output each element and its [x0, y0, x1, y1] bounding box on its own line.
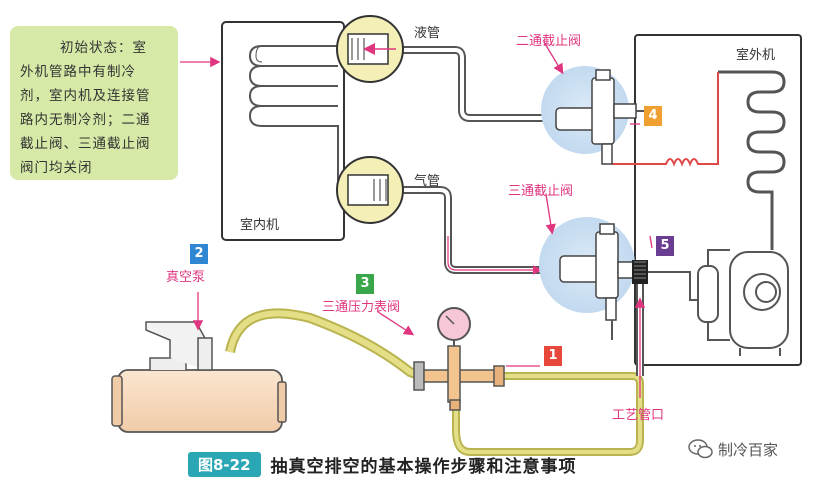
indoor-coil [248, 45, 339, 150]
liquid-pipe-label: 液管 [414, 26, 441, 41]
service-port-cap [632, 260, 648, 284]
indoor-unit-label: 室内机 [240, 218, 280, 233]
three-way-valve-label: 三通截止阀 [508, 184, 574, 199]
two-way-valve [555, 69, 637, 165]
watermark: 制冷百家 [688, 438, 778, 460]
two-way-valve-label: 二通截止阀 [516, 34, 582, 49]
outdoor-coil [718, 70, 786, 250]
outdoor-unit-label: 室外机 [736, 48, 776, 63]
three-way-valve [559, 223, 635, 321]
note-line: 初始状态：室 [60, 40, 147, 56]
service-port-label: 工艺管口 [612, 408, 665, 423]
initial-state-note: 初始状态：室 外机管路中有制冷 剂，室内机及连接管 路内无制冷剂；二通 截止阀、… [10, 26, 178, 180]
accumulator [697, 265, 719, 323]
wechat-icon [688, 439, 713, 459]
step-4-badge: 4 [644, 106, 662, 126]
step-1-badge: 1 [544, 346, 562, 366]
liquid-pipe [402, 46, 556, 122]
note-line: 外机管路中有制冷 [20, 64, 136, 80]
watermark-text: 制冷百家 [718, 440, 779, 459]
step-2-badge: 2 [190, 244, 208, 264]
indoor-unit-box [221, 21, 345, 241]
gas-pipe-label: 气管 [414, 174, 441, 189]
vacuum-pump [111, 321, 287, 433]
step-3-badge: 3 [356, 274, 374, 294]
step-5-badge: 5 [656, 236, 674, 256]
note-line: 阀门均关闭 [20, 160, 93, 176]
note-line: 剂，室内机及连接管 [20, 88, 151, 104]
gas-pipe [402, 186, 560, 274]
capillary-line [612, 72, 719, 167]
note-line: 路内无制冷剂；二通 [20, 112, 151, 128]
figure-title: 抽真空排空的基本操作步骤和注意事项 [270, 456, 577, 477]
figure-caption: 图8-22 抽真空排空的基本操作步骤和注意事项 [188, 449, 577, 479]
figure-number: 图8-22 [188, 451, 261, 477]
gauge-valve-label: 三通压力表阀 [322, 300, 401, 315]
gauge-valve [413, 307, 505, 411]
note-line: 截止阀、三通截止阀 [20, 136, 151, 152]
vacuum-pump-label: 真空泵 [166, 270, 206, 285]
